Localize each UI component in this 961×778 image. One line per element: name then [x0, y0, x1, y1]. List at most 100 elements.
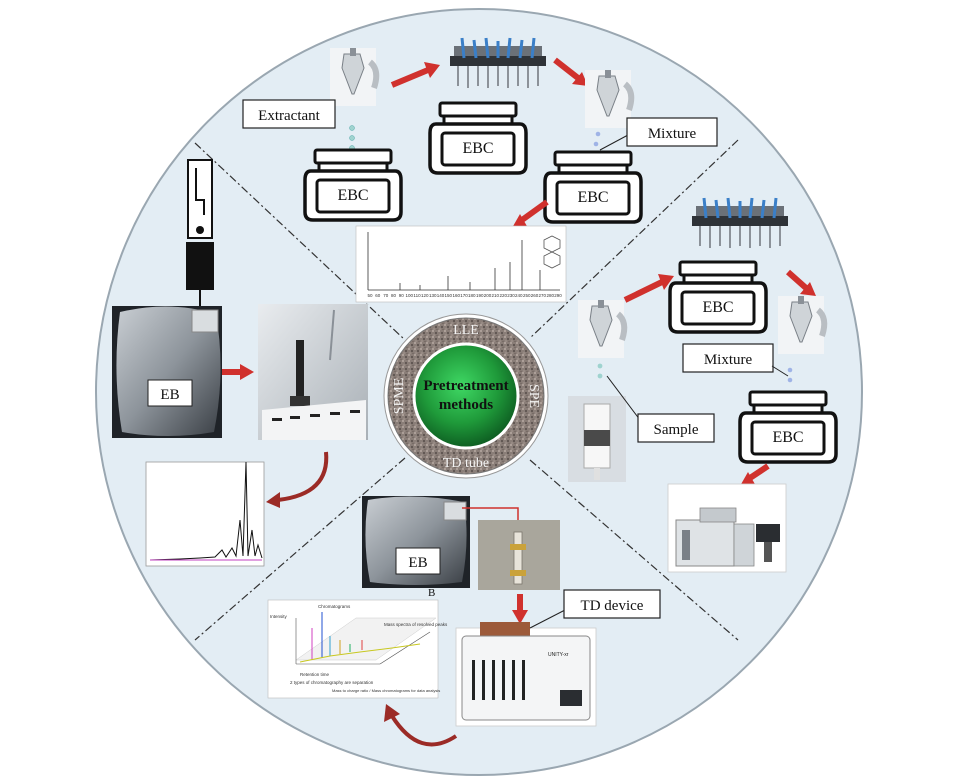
eb-label-2: EB — [408, 555, 427, 571]
chart3d-x-axis-2: 2 types of chromatography are separation — [290, 680, 374, 685]
td-section: EB B UNITY-xr TD device — [267, 496, 661, 747]
spectrum-tick-label: 90 — [399, 293, 405, 298]
spectrum-tick-label: 150 — [445, 293, 453, 298]
td-device-callout — [563, 589, 661, 619]
spectrum-tick-label: 110 — [413, 293, 421, 298]
curved-arrow — [390, 714, 458, 747]
spectrum-tick-label: 180 — [468, 293, 476, 298]
arrow-red-head — [740, 472, 756, 486]
curved-arrow — [277, 451, 329, 502]
ebc-jar-4-label: EBC — [702, 299, 733, 316]
quadrant-dividers — [194, 139, 739, 641]
spme-section: EB — [112, 159, 368, 567]
spectrum-tick-label: 70 — [383, 293, 389, 298]
ebc-jar-3 — [543, 150, 643, 224]
arrow-red — [520, 199, 549, 223]
center-title-line2: methods — [439, 397, 493, 413]
spectrum-tick-label: 60 — [375, 293, 381, 298]
arrow-red-head — [800, 282, 816, 296]
ebc-jar-1-label: EBC — [337, 187, 368, 204]
autosampler-image — [258, 304, 368, 440]
ring-label-lle: LLE — [453, 323, 479, 338]
arrow-red — [390, 67, 430, 88]
spectrum-tick-label: 250 — [523, 293, 531, 298]
spme-holder-image — [186, 159, 214, 312]
mixture-callout-1 — [626, 117, 718, 147]
arrow-red — [623, 279, 664, 303]
spectrum-tick-label: 100 — [405, 293, 413, 298]
chart3d-z-axis: Mass to charge ratio / Mass chromatogram… — [332, 688, 440, 693]
instrument-brand: UNITY-xr — [548, 652, 569, 658]
extractant-label: Extractant — [258, 108, 320, 124]
spectrum-tick-label: 200 — [484, 293, 492, 298]
lle-section: Extractant EBC EBC Mixture EBC — [242, 36, 718, 303]
stray-letter: B — [428, 587, 435, 599]
ebc-jar-3-label: EBC — [577, 189, 608, 206]
eb-label-1: EB — [160, 387, 179, 403]
chart3d-chromatogram: Chromatograms — [318, 604, 351, 609]
gcxgc-3d-chart: Intensity Chromatograms Mass spectra of … — [267, 599, 448, 699]
spectrum-tick-label: 50 — [367, 293, 373, 298]
pipette-image — [330, 48, 376, 106]
mixture-leader — [771, 365, 789, 377]
center-hub: Pretreatment methods LLE TD tube SPME SP… — [383, 313, 549, 479]
ring-label-spe: SPE — [526, 384, 541, 408]
curved-arrow-head — [266, 492, 280, 508]
sample-callout — [637, 413, 715, 443]
td-device-image: UNITY-xr — [455, 622, 597, 727]
mixture-label-2: Mixture — [704, 352, 753, 368]
ebc-jar-1 — [303, 148, 403, 222]
spectrum-tick-label: 290 — [554, 293, 562, 298]
spectrum-tick-label: 130 — [429, 293, 437, 298]
ebc-jar-2-label: EBC — [462, 140, 493, 157]
droplets — [349, 125, 355, 151]
droplets — [597, 363, 603, 379]
gc-ms-instrument-image — [667, 483, 787, 573]
td-device-label: TD device — [581, 598, 644, 614]
spectrum-tick-label: 120 — [421, 293, 429, 298]
chart3d-mass-spectra: Mass spectra of resolved peaks — [384, 622, 448, 627]
mixture-leader — [599, 134, 629, 151]
arrow-red-head — [512, 610, 528, 624]
td-tube-image — [478, 520, 560, 590]
pipette-image — [778, 296, 824, 354]
spe-section: EBC Mixture Sample EBC — [568, 196, 838, 573]
center-green-disc — [412, 342, 520, 450]
chart3d-x-axis-1: Retention time — [300, 672, 330, 677]
spectrum-tick-label: 220 — [499, 293, 507, 298]
ring-label-spme: SPME — [392, 378, 407, 415]
spectrum-tick-label: 230 — [507, 293, 515, 298]
spectrum-tick-label: 160 — [452, 293, 460, 298]
spectrum-tick-label: 260 — [531, 293, 539, 298]
pipette-image — [585, 70, 631, 128]
center-title-line1: Pretreatment — [423, 378, 508, 394]
droplets — [593, 131, 601, 147]
mixture-callout-2 — [682, 343, 774, 373]
spectrum-tick-label: 170 — [460, 293, 468, 298]
spectrum-tick-label: 240 — [515, 293, 523, 298]
ebc-jar-2 — [428, 101, 528, 175]
chart3d-y-axis: Intensity — [270, 614, 288, 619]
sample-bag-image — [112, 306, 222, 438]
chromatogram-chart — [145, 461, 265, 567]
arrow-red-head — [658, 274, 674, 290]
ring-label-td-tube: TD tube — [443, 456, 489, 471]
eb-label-box-1 — [147, 379, 193, 407]
spe-cartridge-image — [568, 396, 626, 482]
arrow-red — [748, 463, 770, 481]
sample-leader — [606, 375, 641, 421]
spectrum-tick-label: 280 — [546, 293, 554, 298]
ebc-jar-5-label: EBC — [772, 429, 803, 446]
arrow-red-head — [512, 214, 528, 228]
spectrum-tick-label: 140 — [437, 293, 445, 298]
arrow-red-head — [424, 62, 440, 78]
arrow-red-head — [240, 364, 254, 380]
pipette-image — [578, 300, 624, 358]
sample-label: Sample — [654, 422, 699, 438]
mixture-label-1: Mixture — [648, 126, 697, 142]
connector-line — [462, 507, 519, 524]
spectrum-tick-label: 210 — [492, 293, 500, 298]
eb-label-box-2 — [395, 547, 441, 575]
curved-arrow-head — [384, 704, 400, 722]
